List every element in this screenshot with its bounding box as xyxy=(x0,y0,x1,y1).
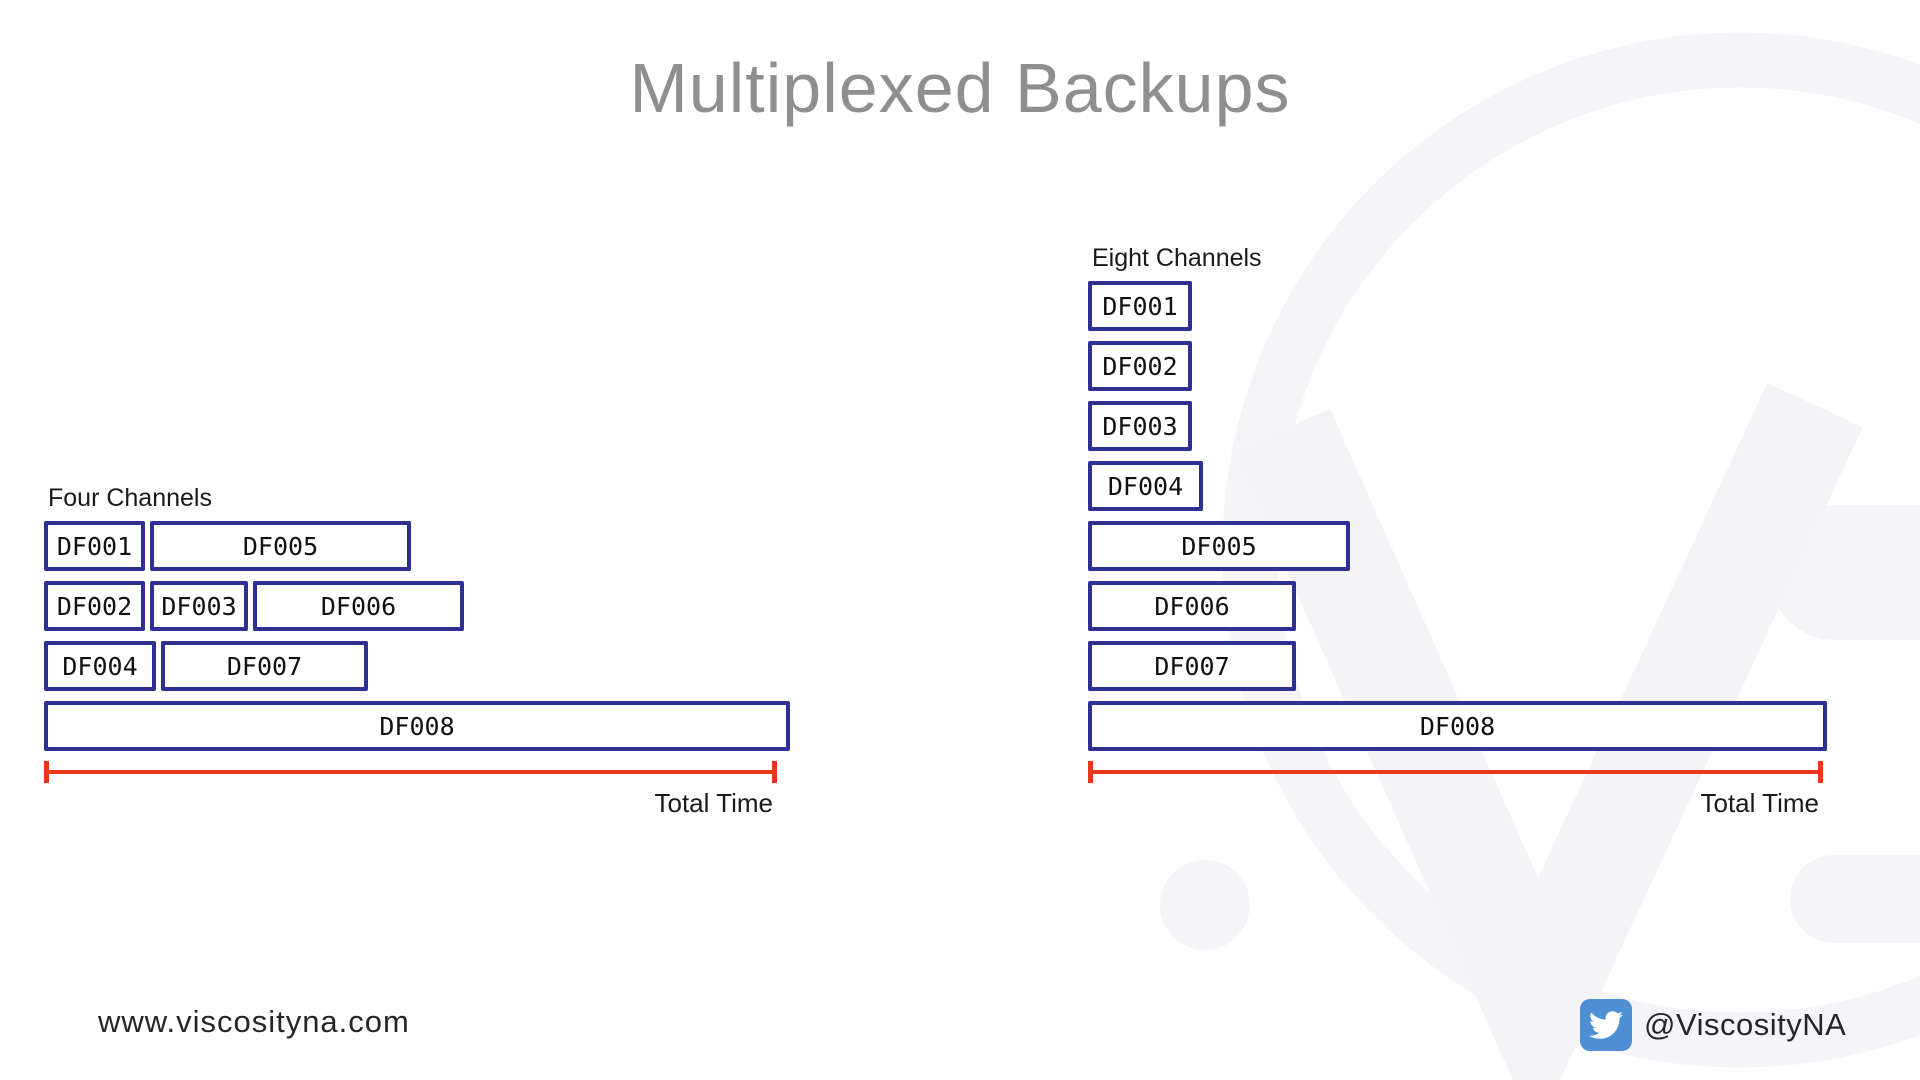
backup-file-label: DF008 xyxy=(1419,711,1496,741)
website-url: www.viscosityna.com xyxy=(98,1004,410,1039)
backup-file-box-df005: DF005 xyxy=(150,521,411,571)
total-time-label: Total Time xyxy=(654,788,774,818)
backup-file-box-df003: DF003 xyxy=(1088,401,1192,451)
timeline-right-tick xyxy=(772,761,777,783)
backup-file-label: DF008 xyxy=(379,711,455,741)
timeline-right-tick xyxy=(1818,761,1823,783)
backup-file-label: DF007 xyxy=(226,651,303,681)
backup-file-label: DF002 xyxy=(1102,351,1178,381)
backup-file-box-df005: DF005 xyxy=(1088,521,1350,571)
backup-file-box-df004: DF004 xyxy=(1088,461,1203,511)
timeline-line xyxy=(44,770,777,774)
four-channels-timeline xyxy=(44,761,777,783)
channel-row: DF004 DF007 xyxy=(44,641,790,691)
section-label-four-channels: Four Channels xyxy=(48,484,212,512)
backup-file-label: DF003 xyxy=(1102,411,1178,441)
backup-file-label: DF001 xyxy=(1102,291,1178,321)
backup-file-box-df004: DF004 xyxy=(44,641,156,691)
twitter-bird-icon xyxy=(1580,999,1632,1051)
backup-file-box-df002: DF002 xyxy=(1088,341,1192,391)
channel-row: DF001 xyxy=(1088,281,1827,331)
backup-file-label: DF006 xyxy=(320,591,397,621)
backup-file-label: DF003 xyxy=(161,591,237,621)
channel-row: DF004 xyxy=(1088,461,1827,511)
channel-row: DF001 DF005 xyxy=(44,521,790,571)
section-label-eight-channels: Eight Channels xyxy=(1092,244,1262,272)
backup-file-label: DF005 xyxy=(1181,531,1257,561)
total-time-label: Total Time xyxy=(1700,788,1820,818)
channel-row: DF002 xyxy=(1088,341,1827,391)
twitter-handle: @ViscosityNA xyxy=(1644,1007,1847,1042)
timeline-line xyxy=(1088,770,1823,774)
backup-file-box-df008: DF008 xyxy=(44,701,790,751)
backup-file-box-df006: DF006 xyxy=(1088,581,1296,631)
eight-channels-timeline xyxy=(1088,761,1823,783)
backup-file-label: DF007 xyxy=(1154,651,1230,681)
backup-file-box-df003: DF003 xyxy=(150,581,248,631)
backup-file-box-df006: DF006 xyxy=(253,581,464,631)
backup-file-label: DF004 xyxy=(62,651,138,681)
backup-file-box-df007: DF007 xyxy=(161,641,368,691)
channel-row: DF005 xyxy=(1088,521,1827,571)
backup-file-box-df002: DF002 xyxy=(44,581,145,631)
channel-row: DF008 xyxy=(44,701,790,751)
backup-file-box-df001: DF001 xyxy=(44,521,145,571)
backup-file-box-df007: DF007 xyxy=(1088,641,1296,691)
channel-row: DF008 xyxy=(1088,701,1827,751)
backup-file-label: DF005 xyxy=(242,531,319,561)
channel-row: DF002 DF003 DF006 xyxy=(44,581,790,631)
backup-file-label: DF002 xyxy=(56,591,133,621)
channel-row: DF006 xyxy=(1088,581,1827,631)
backup-file-label: DF004 xyxy=(1107,471,1184,501)
page-title: Multiplexed Backups xyxy=(629,49,1291,127)
backup-file-box-df008: DF008 xyxy=(1088,701,1827,751)
twitter-attribution: @ViscosityNA xyxy=(1580,999,1846,1051)
backup-file-box-df001: DF001 xyxy=(1088,281,1192,331)
backup-file-label: DF001 xyxy=(56,531,133,561)
backup-file-label: DF006 xyxy=(1154,591,1230,621)
channel-row: DF003 xyxy=(1088,401,1827,451)
channel-row: DF007 xyxy=(1088,641,1827,691)
